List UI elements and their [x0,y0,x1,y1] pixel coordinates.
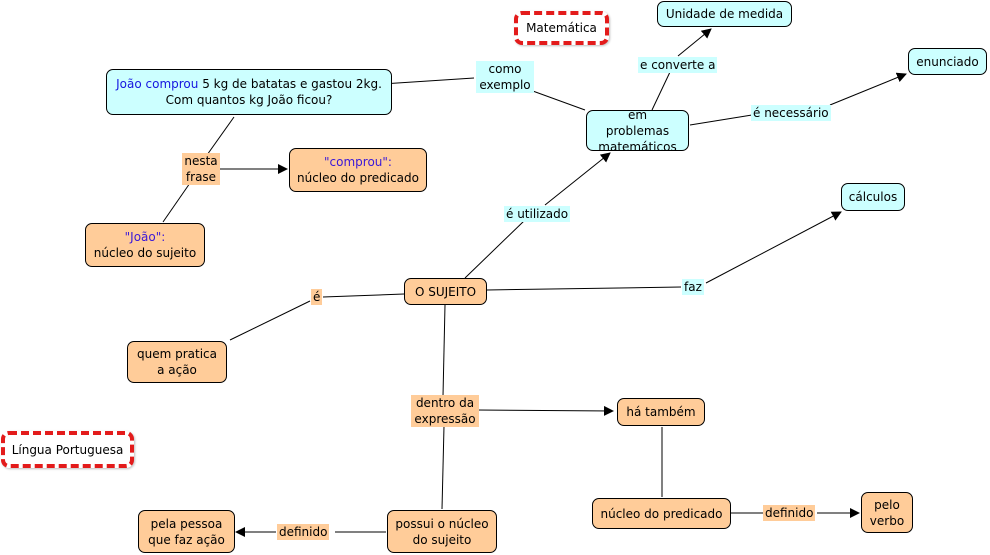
node-comprou-nucleo-predicado[interactable]: "comprou": núcleo do predicado [289,148,427,192]
node-em-problemas-matematicos[interactable]: em problemas matemáticos [586,108,689,154]
tag-matematica: Matemática [514,11,609,45]
link-label-e: é [311,289,323,305]
link-e-quem [229,300,311,341]
link-sujeito-faz [486,286,682,291]
link-necessario-enunciado [829,72,907,106]
node-problemas-text: em problemas matemáticos [598,107,677,154]
node-possui-text: possui o núcleo do sujeito [395,516,489,547]
link-exemplo-nesta [206,116,235,156]
link-nesta-joao [162,182,191,223]
link-label-definido-pelo-verbo: definido [763,505,816,521]
node-quem-text: quem pratica a ação [137,347,218,377]
link-sujeito-e [322,293,405,298]
node-unidade-text: Unidade de medida [665,7,784,21]
node-nucleo-do-predicado[interactable]: núcleo do predicado [592,498,731,529]
joao-rest-text: núcleo do sujeito [93,246,197,260]
joao-quoted-text: "João": [124,230,166,244]
exemplo-line2-text: Com quantos kg João ficou? [165,93,333,107]
tag-lingua-portuguesa: Língua Portuguesa [1,431,134,468]
node-o-sujeito[interactable]: O SUJEITO [404,278,487,305]
link-sujeito-utilizado [464,219,526,279]
link-problemas-necessario [689,114,753,126]
node-calculos[interactable]: cálculos [841,183,905,211]
link-label-dentro-da-expressao: dentro da expressão [411,395,479,427]
node-ha-tambem[interactable]: há também [617,398,705,426]
link-label-nesta-frase: nesta frase [182,153,220,185]
node-comprou-text: "comprou": núcleo do predicado [297,154,419,186]
link-label-como-exemplo: como exemplo [476,61,534,93]
link-dentro-hatambem [476,405,614,416]
node-pela-pessoa[interactable]: pela pessoa que faz ação [138,510,235,553]
node-unidade-de-medida[interactable]: Unidade de medida [657,1,792,27]
node-exemplo-frase[interactable]: João comprou 5 kg de batatas e gastou 2k… [106,69,392,115]
node-hatambem-text: há também [626,405,696,419]
link-utilizado-problemas [544,152,611,206]
comprou-quoted-text: "comprou": [324,155,392,169]
node-calculos-text: cálculos [848,190,898,204]
node-joao-nucleo-sujeito[interactable]: "João": núcleo do sujeito [85,223,205,267]
node-joao-text: "João": núcleo do sujeito [94,229,196,261]
link-label-e-necessario: é necessário [751,105,831,121]
exemplo-rest-text: 5 kg de batatas e gastou 2kg. [198,77,382,91]
link-faz-calculos [705,211,842,284]
node-pela-text: pela pessoa que faz ação [148,516,225,547]
link-label-e-utilizado: é utilizado [504,206,571,222]
link-converte-unidade [677,28,712,57]
comprou-rest-text: núcleo do predicado [297,171,419,185]
link-problemas-converte [651,71,671,111]
link-label-faz: faz [682,279,704,295]
link-como-exemplo [381,77,475,89]
node-pelo-text: pelo verbo [869,497,905,528]
link-label-e-converte-a: e converte a [638,57,718,73]
tag-lingua-text: Língua Portuguesa [11,442,124,457]
node-pelo-verbo[interactable]: pelo verbo [861,492,913,533]
node-quem-pratica-acao[interactable]: quem pratica a ação [127,341,227,383]
link-label-definido-pela-pessoa: definido [277,524,330,540]
node-possui-nucleo-sujeito[interactable]: possui o núcleo do sujeito [387,510,497,553]
exemplo-subject-text: João comprou [116,77,199,91]
link-problemas-como [529,89,586,111]
link-sujeito-dentro [442,304,446,397]
link-dentro-possui [441,425,445,510]
tag-matematica-text: Matemática [526,21,597,35]
node-enunciado[interactable]: enunciado [908,48,987,75]
node-enunciado-text: enunciado [916,54,979,69]
node-exemplo-text: João comprou 5 kg de batatas e gastou 2k… [116,76,382,108]
node-nucleo-pred-text: núcleo do predicado [600,506,723,521]
node-sujeito-text: O SUJEITO [414,284,477,299]
